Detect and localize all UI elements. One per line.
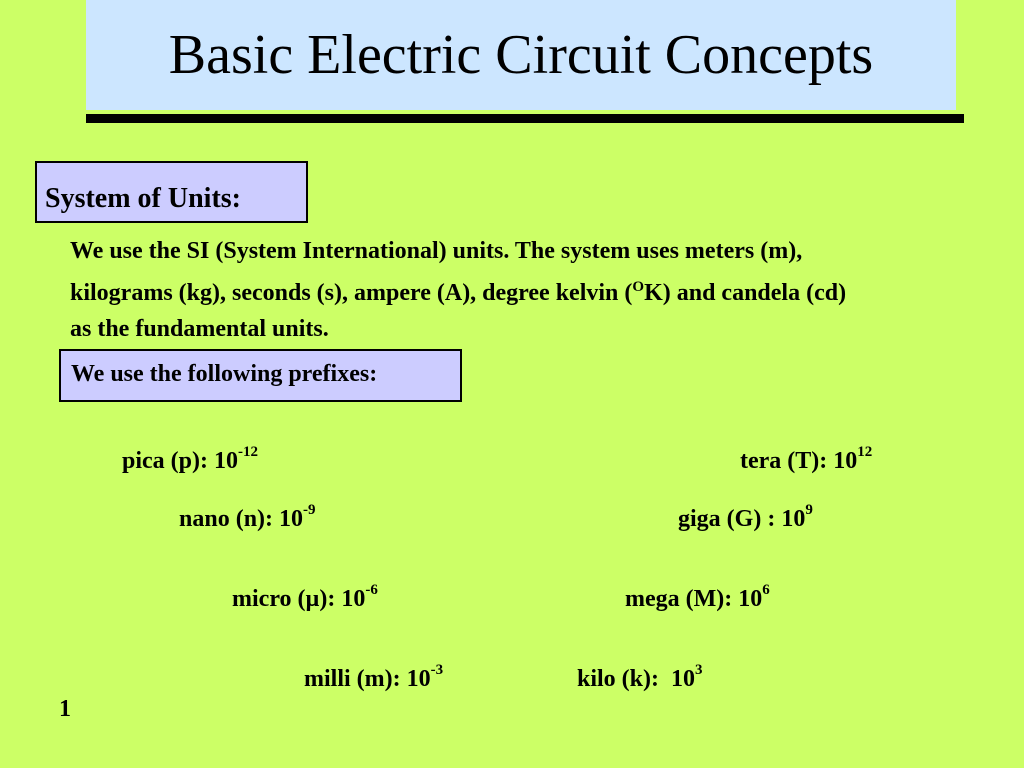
slide-title: Basic Electric Circuit Concepts bbox=[168, 24, 874, 86]
prefix-milli-base: milli (m): 10 bbox=[304, 666, 431, 692]
prefix-micro-base: micro (µ): 10 bbox=[232, 586, 366, 612]
paragraph-line-2-end: K) and candela (cd) bbox=[644, 280, 847, 306]
prefix-milli: milli (m): 10-3 bbox=[304, 662, 444, 693]
prefix-pica-base: pica (p): 10 bbox=[122, 448, 238, 474]
prefix-micro: micro (µ): 10-6 bbox=[232, 582, 378, 613]
prefix-giga-exponent: 9 bbox=[805, 502, 813, 518]
degree-superscript: O bbox=[632, 279, 645, 295]
prefix-mega: mega (M): 106 bbox=[625, 582, 770, 613]
prefix-tera-exponent: 12 bbox=[857, 444, 873, 460]
prefix-nano-base: nano (n): 10 bbox=[179, 506, 304, 532]
system-of-units-label: System of Units: bbox=[35, 161, 308, 223]
prefix-milli-exponent: -3 bbox=[430, 662, 444, 678]
prefix-tera-base: tera (T): 10 bbox=[740, 448, 858, 474]
prefix-pica-exponent: -12 bbox=[238, 444, 258, 460]
prefix-giga-base: giga (G) : 10 bbox=[678, 506, 806, 532]
paragraph-line-3: as the fundamental units. bbox=[70, 316, 329, 342]
page-number: 1 bbox=[59, 696, 71, 722]
prefix-micro-exponent: -6 bbox=[365, 582, 378, 598]
prefix-pica: pica (p): 10-12 bbox=[122, 444, 258, 475]
prefix-kilo-base: kilo (k): 10 bbox=[577, 666, 696, 692]
title-box: Basic Electric Circuit Concepts bbox=[86, 0, 956, 110]
prefix-giga: giga (G) : 109 bbox=[678, 502, 813, 533]
si-units-paragraph: We use the SI (System International) uni… bbox=[70, 233, 1010, 347]
paragraph-line-2: kilograms (kg), seconds (s), ampere (A),… bbox=[70, 269, 1010, 311]
prefix-tera: tera (T): 1012 bbox=[740, 444, 873, 475]
paragraph-line-1: We use the SI (System International) uni… bbox=[70, 238, 803, 264]
prefix-mega-exponent: 6 bbox=[762, 582, 770, 598]
prefix-nano-exponent: -9 bbox=[303, 502, 316, 518]
prefix-kilo: kilo (k): 103 bbox=[577, 662, 703, 693]
title-underline bbox=[86, 114, 964, 123]
prefix-kilo-exponent: 3 bbox=[695, 662, 703, 678]
prefixes-label: We use the following prefixes: bbox=[59, 349, 462, 402]
prefix-nano: nano (n): 10-9 bbox=[179, 502, 316, 533]
paragraph-line-2-start: kilograms (kg), seconds (s), ampere (A),… bbox=[70, 280, 633, 306]
prefix-mega-base: mega (M): 10 bbox=[625, 586, 763, 612]
